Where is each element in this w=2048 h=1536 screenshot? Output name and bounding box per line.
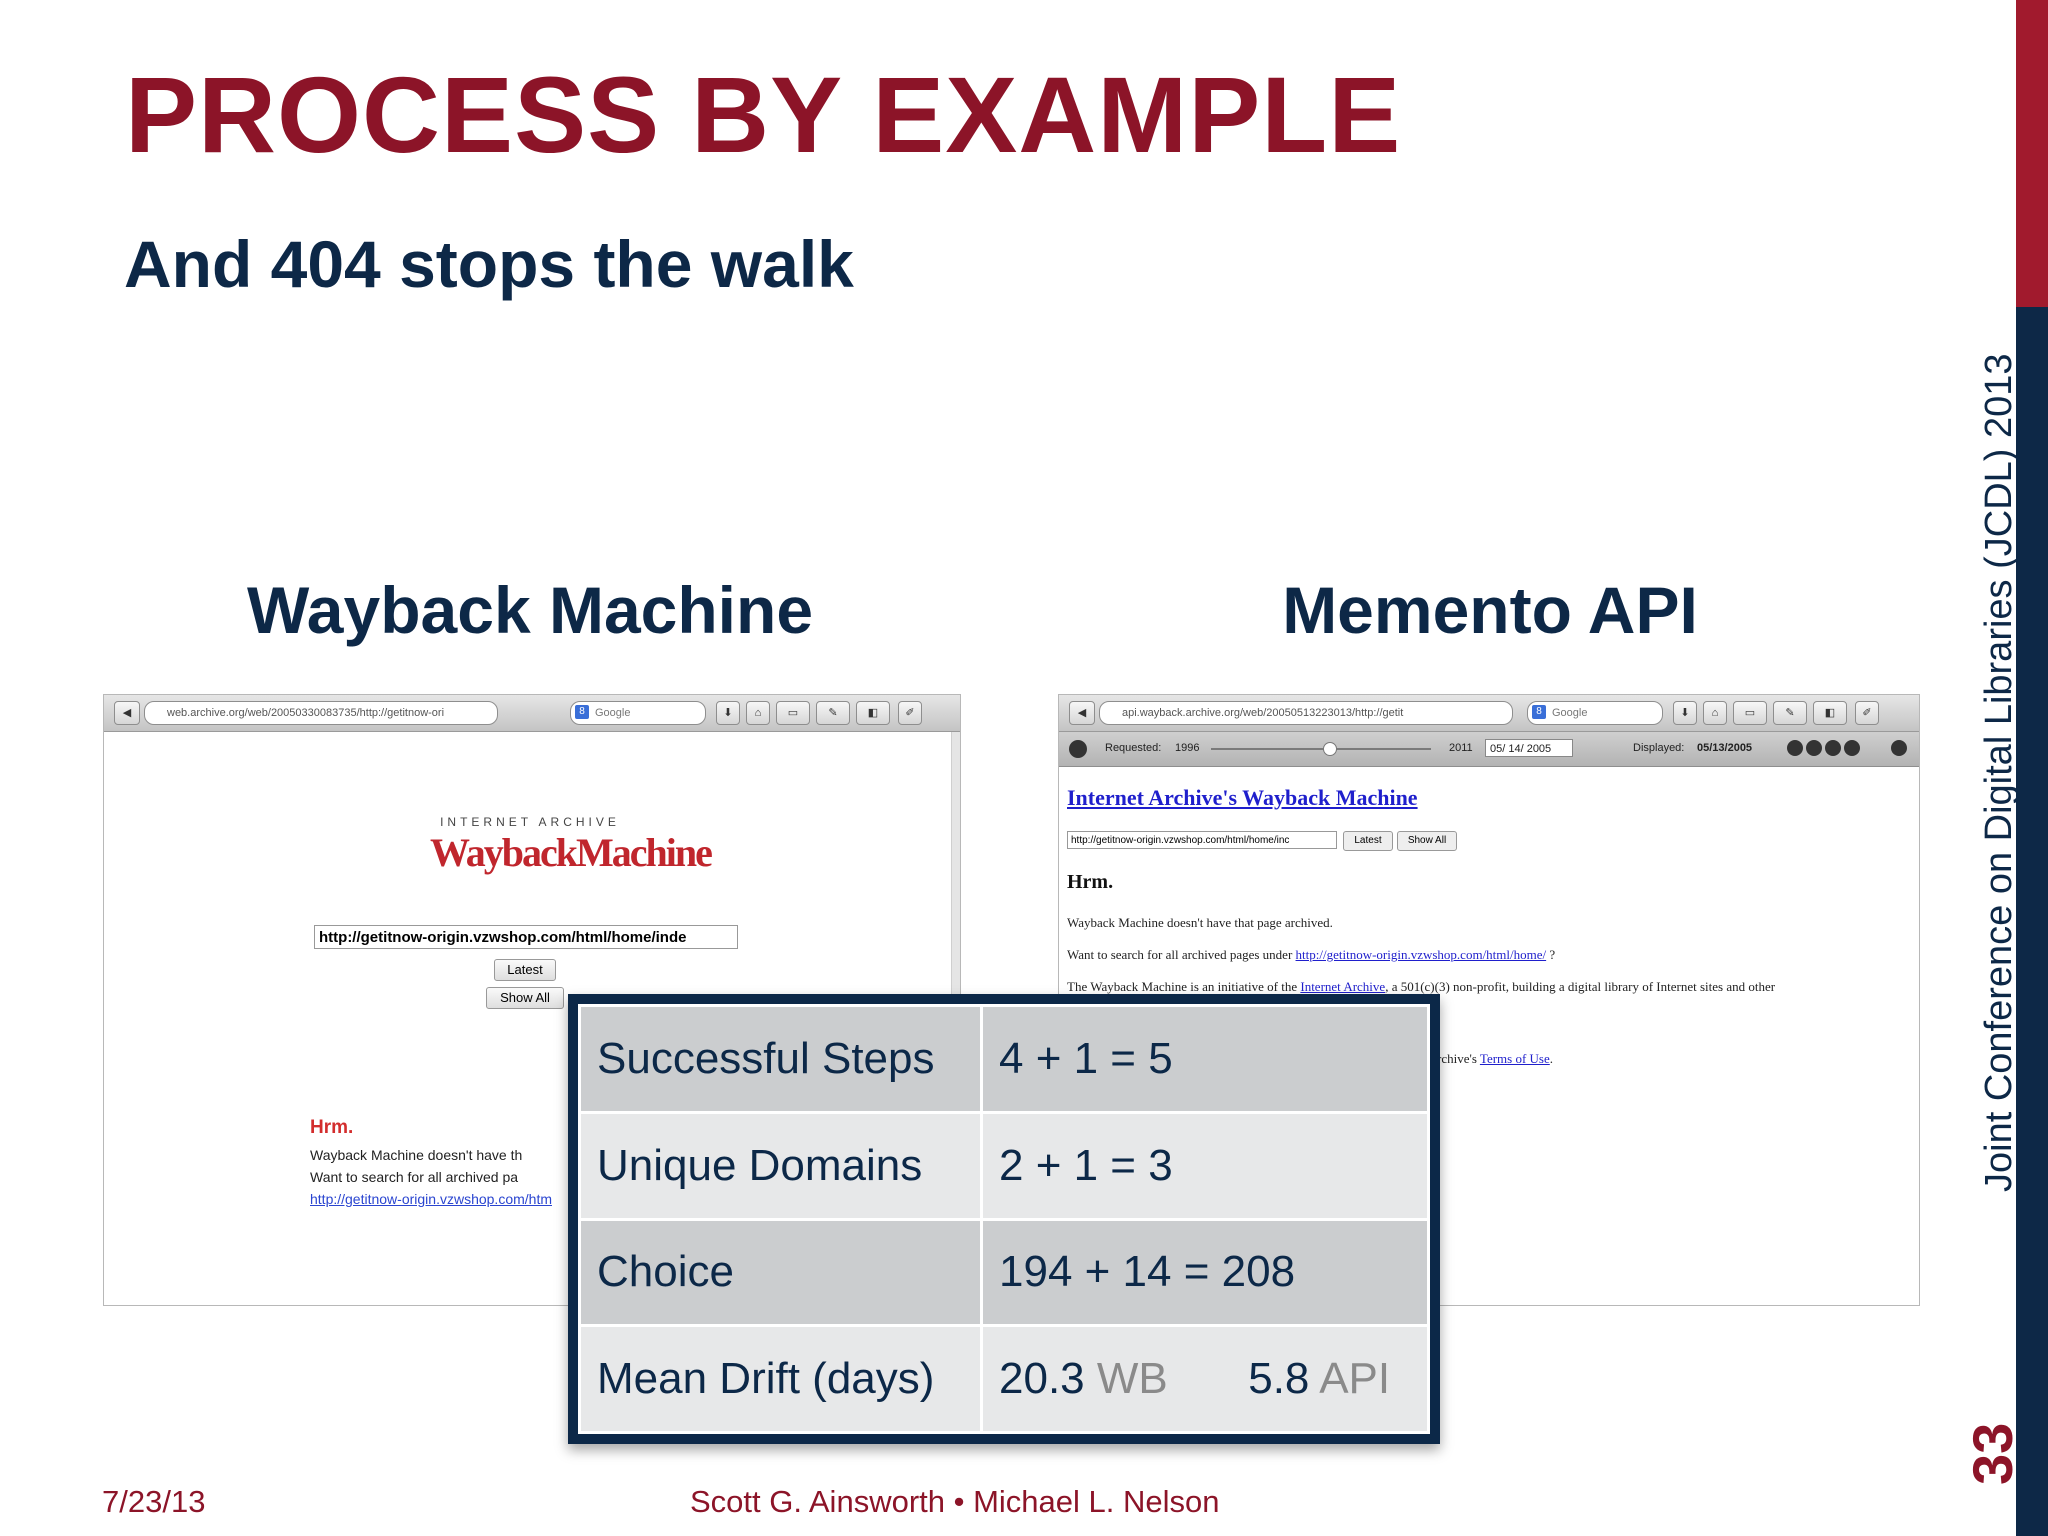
row-label: Unique Domains (578, 1110, 983, 1221)
back-button[interactable]: ◀ (114, 701, 140, 725)
row-value: 2 + 1 = 3 (980, 1110, 1430, 1221)
show-all-button[interactable]: Show All (1397, 831, 1457, 851)
browser-toolbar: ◀ api.wayback.archive.org/web/2005051322… (1059, 695, 1919, 732)
download-icon[interactable]: ⬇ (716, 701, 740, 725)
memento-screenshot: ◀ api.wayback.archive.org/web/2005051322… (1058, 694, 1920, 1306)
wb-drift-value: 20.3 (999, 1354, 1085, 1404)
address-bar[interactable]: api.wayback.archive.org/web/200505132230… (1099, 701, 1513, 725)
address-bar[interactable]: web.archive.org/web/20050330083735/http:… (144, 701, 498, 725)
table-row: Mean Drift (days) 20.3 WB 5.8 API (578, 1324, 1430, 1434)
archive-link[interactable]: http://getitnow-origin.vzwshop.com/htm (310, 1191, 552, 1207)
window-icon[interactable]: ▭ (1733, 701, 1767, 725)
home-icon[interactable]: ⌂ (746, 701, 770, 725)
table-row: Successful Steps 4 + 1 = 5 (578, 1004, 1430, 1114)
row-label: Successful Steps (578, 1004, 983, 1114)
message-line-1: Wayback Machine doesn't have that page a… (1067, 915, 1333, 930)
latest-button[interactable]: Latest (1343, 831, 1393, 851)
url-input[interactable]: http://getitnow-origin.vzwshop.com/html/… (314, 925, 738, 949)
browser-toolbar: ◀ web.archive.org/web/20050330083735/htt… (104, 695, 960, 732)
table-row: Choice 194 + 14 = 208 (578, 1217, 1430, 1328)
row-label: Mean Drift (days) (578, 1324, 983, 1434)
footer-date: 7/23/13 (102, 1484, 206, 1519)
navigation-controls (1787, 740, 1865, 756)
download-icon[interactable]: ⬇ (1673, 701, 1697, 725)
help-icon[interactable] (1891, 740, 1907, 756)
displayed-date: 05/13/2005 (1697, 742, 1753, 754)
wayback-heading-link[interactable]: Internet Archive's Wayback Machine (1067, 785, 1418, 810)
row-value: 194 + 14 = 208 (980, 1217, 1430, 1328)
time-slider-handle[interactable] (1323, 742, 1337, 756)
year-end: 2011 (1449, 742, 1473, 754)
slide-subtitle: And 404 stops the walk (124, 227, 854, 301)
archive-link[interactable]: http://getitnow-origin.vzwshop.com/html/… (1295, 947, 1547, 962)
date-field[interactable]: 05/ 14/ 2005 (1485, 739, 1573, 757)
accent-bar-navy (2016, 307, 2048, 1536)
wb-drift-unit: WB (1096, 1354, 1168, 1404)
wrench-icon[interactable]: ✐ (898, 701, 922, 725)
message-line-2: Want to search for all archived pages un… (1067, 947, 1556, 962)
row-value: 4 + 1 = 5 (980, 1004, 1430, 1114)
wayback-logo: WaybackMachine (430, 830, 713, 875)
memento-icon (1069, 740, 1087, 758)
message-line-2: Want to search for all archived pa (310, 1169, 519, 1185)
next-icon[interactable] (1825, 740, 1841, 756)
extension-icon[interactable]: ◧ (856, 701, 890, 725)
api-drift-unit: API (1319, 1354, 1391, 1404)
memento-heading: Memento API (1282, 573, 1698, 647)
last-icon[interactable] (1844, 740, 1860, 756)
logo-top: INTERNET ARCHIVE (440, 815, 620, 829)
accent-bar-red (2016, 0, 2048, 307)
table-row: Unique Domains 2 + 1 = 3 (578, 1110, 1430, 1221)
displayed-label: Displayed: (1633, 742, 1685, 754)
google-icon: 8 (575, 705, 589, 719)
internet-archive-link[interactable]: Internet Archive (1300, 979, 1386, 994)
message-line-1: Wayback Machine doesn't have th (310, 1147, 523, 1163)
wayback-heading: Wayback Machine (246, 573, 814, 647)
row-value: 20.3 WB 5.8 API (980, 1324, 1430, 1434)
extension-icon[interactable]: ◧ (1813, 701, 1847, 725)
bookmark-icon[interactable]: ✎ (816, 701, 850, 725)
api-drift-value: 5.8 (1248, 1354, 1310, 1404)
year-start: 1996 (1175, 742, 1200, 754)
hrm-heading: Hrm. (1067, 871, 1114, 893)
google-icon: 8 (1532, 705, 1546, 719)
footer-authors: Scott G. Ainsworth • Michael L. Nelson (690, 1484, 1220, 1519)
stats-table: Successful Steps 4 + 1 = 5 Unique Domain… (568, 994, 1440, 1444)
url-input[interactable]: http://getitnow-origin.vzwshop.com/html/… (1067, 831, 1337, 849)
slide-title: PROCESS BY EXAMPLE (125, 54, 1402, 175)
window-icon[interactable]: ▭ (776, 701, 810, 725)
first-icon[interactable] (1787, 740, 1803, 756)
row-label: Choice (578, 1217, 983, 1328)
memento-toolbar: Requested: 1996 2011 05/ 14/ 2005 Displa… (1059, 732, 1919, 767)
bookmark-icon[interactable]: ✎ (1773, 701, 1807, 725)
requested-label: Requested: (1105, 742, 1162, 754)
slide-number: 33 (1961, 1422, 2024, 1485)
time-slider-track[interactable] (1211, 748, 1431, 750)
conference-label: Joint Conference on Digital Libraries (J… (1978, 353, 2020, 1192)
prev-icon[interactable] (1806, 740, 1822, 756)
terms-link[interactable]: Terms of Use (1479, 1051, 1550, 1066)
message-line-4: rchive's Terms of Use. (1437, 1051, 1554, 1066)
home-icon[interactable]: ⌂ (1703, 701, 1727, 725)
latest-button[interactable]: Latest (494, 959, 556, 981)
back-button[interactable]: ◀ (1069, 701, 1095, 725)
show-all-button[interactable]: Show All (486, 987, 564, 1009)
hrm-heading: Hrm. (310, 1117, 354, 1138)
wrench-icon[interactable]: ✐ (1855, 701, 1879, 725)
message-line-3: The Wayback Machine is an initiative of … (1067, 979, 1776, 994)
